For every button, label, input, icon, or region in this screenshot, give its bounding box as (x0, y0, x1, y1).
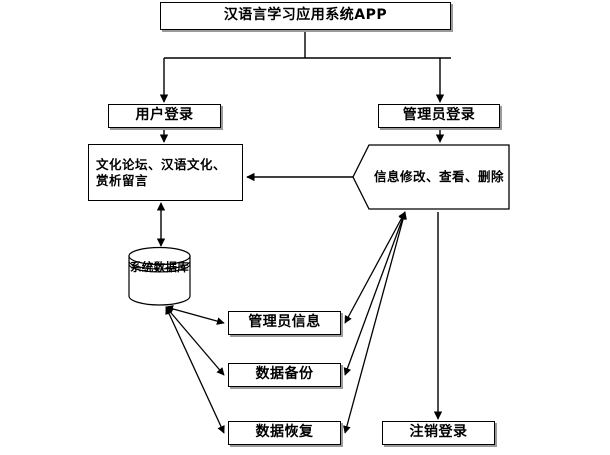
node-logout-label: 注销登录 (409, 424, 468, 441)
node-title: 汉语言学习应用系统APP (160, 2, 451, 30)
node-admin-login: 管理员登录 (378, 104, 500, 128)
connector-database-to-restore (165, 306, 225, 434)
connector-database-to-admin-info (165, 305, 225, 325)
node-data-restore: 数据恢复 (228, 421, 341, 445)
database-cylinder-icon (128, 246, 191, 306)
node-database-label: 系统数据库 (130, 260, 189, 274)
node-admin-info: 管理员信息 (228, 311, 341, 335)
node-data-backup: 数据备份 (228, 363, 341, 387)
connector-admin-functions-to-admin-info (344, 211, 406, 324)
node-admin-login-label: 管理员登录 (402, 107, 476, 124)
node-logout: 注销登录 (382, 421, 495, 445)
node-data-backup-label: 数据备份 (255, 366, 314, 383)
connector-admin-functions-to-backup (343, 211, 407, 376)
connector-database-to-backup (165, 306, 225, 376)
node-admin-functions: 信息修改、查看、删除 (352, 144, 510, 210)
node-admin-info-label: 管理员信息 (248, 314, 321, 331)
connector-admin-functions-to-restore (343, 211, 407, 434)
node-database: 系统数据库 (128, 246, 191, 306)
node-user-login: 用户登录 (108, 104, 221, 128)
node-user-login-label: 用户登录 (135, 107, 194, 124)
node-admin-functions-label: 信息修改、查看、删除 (374, 169, 505, 185)
node-user-functions-label: 文化论坛、汉语文化、赏析留言 (96, 156, 227, 188)
node-user-functions: 文化论坛、汉语文化、赏析留言 (88, 144, 243, 201)
node-title-label: 汉语言学习应用系统APP (223, 7, 388, 24)
node-data-restore-label: 数据恢复 (255, 424, 314, 441)
hexagon-shape (352, 144, 510, 210)
